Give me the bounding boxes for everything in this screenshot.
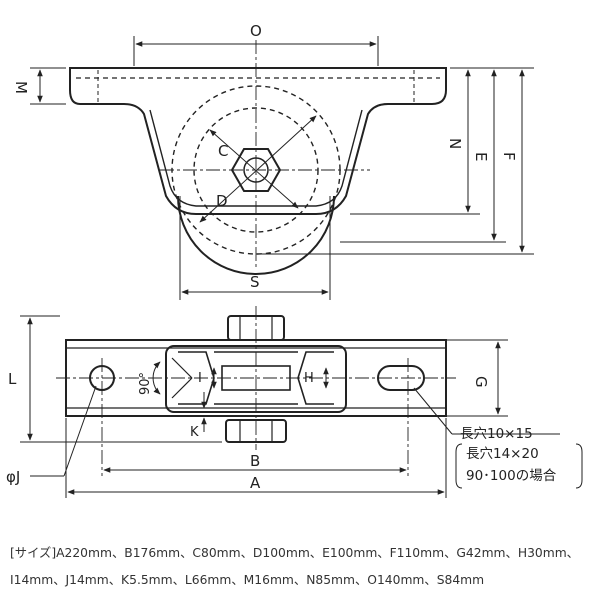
label-L: L — [8, 370, 17, 388]
label-F: F — [500, 152, 518, 161]
size-specs: [サイズ]A220mm、B176mm、C80mm、D100mm、E100mm、F… — [10, 540, 590, 594]
bracket-outline — [69, 67, 447, 215]
label-K: K — [190, 425, 199, 440]
label-J: φJ — [6, 468, 20, 486]
label-O: O — [250, 22, 262, 40]
label-angle: 90° — [138, 372, 153, 395]
specs-line-1: [サイズ]A220mm、B176mm、C80mm、D100mm、E100mm、F… — [10, 546, 579, 560]
technical-drawing: O M N E F C D S — [6, 22, 583, 498]
label-D: D — [216, 192, 228, 210]
label-C: C — [218, 142, 228, 160]
bolt-nut-bottom — [225, 419, 287, 443]
label-I: I — [198, 371, 202, 386]
label-G: G — [472, 376, 490, 388]
slot-note-line2: 長穴14×20 — [466, 446, 539, 462]
slot-note-line1: 長穴10×15 — [460, 426, 533, 442]
slot-note-line3: 90･100の場合 — [466, 468, 557, 484]
label-H: H — [304, 371, 314, 386]
label-S: S — [250, 273, 260, 291]
label-M: M — [12, 81, 30, 94]
label-N: N — [446, 138, 464, 149]
label-E: E — [472, 152, 490, 161]
wheel-arc — [177, 195, 335, 275]
label-A: A — [250, 474, 261, 492]
specs-line-2: I14mm、J14mm、K5.5mm、L66mm、M16mm、N85mm、O14… — [10, 573, 485, 587]
front-view — [69, 67, 447, 275]
label-B: B — [250, 452, 260, 470]
